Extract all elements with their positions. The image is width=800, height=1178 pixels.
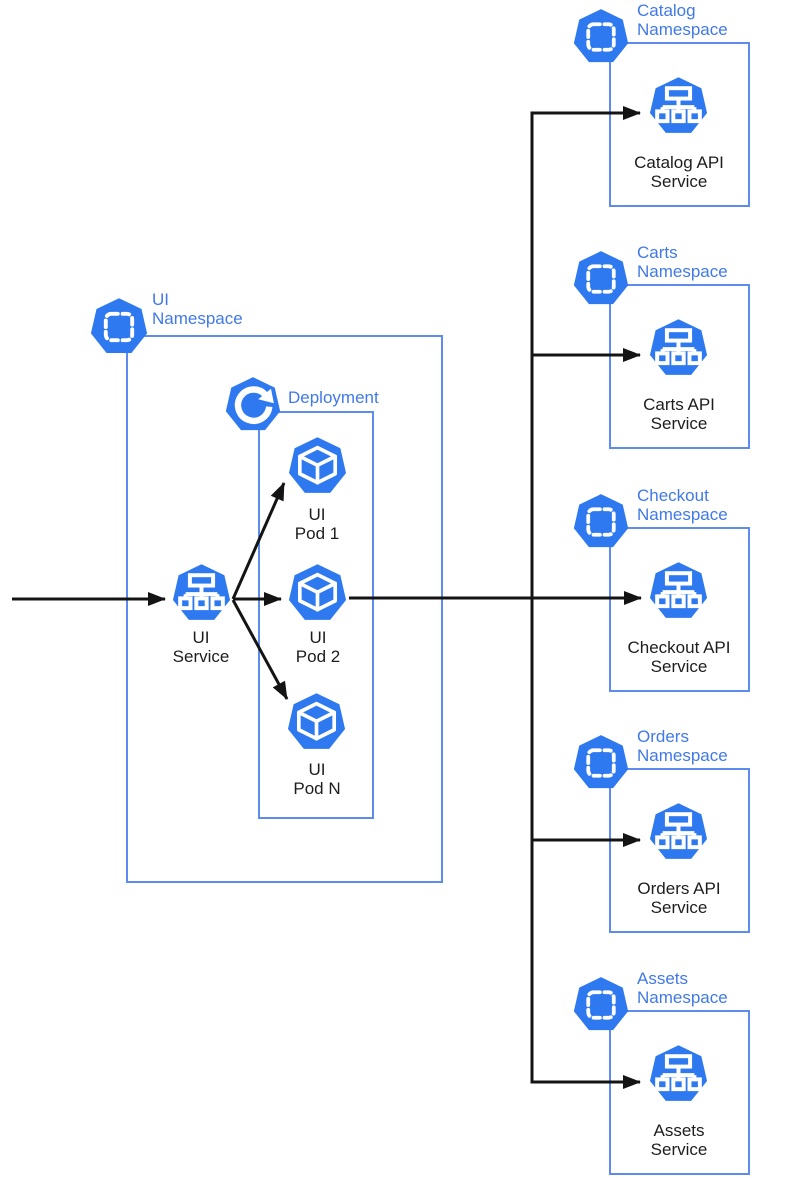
ui-namespace-title: UI Namespace bbox=[152, 290, 243, 328]
deployment-box bbox=[258, 411, 374, 819]
ui-namespace-icon bbox=[89, 297, 149, 357]
ui-pod-n-icon bbox=[286, 692, 347, 753]
ui-pod-2-icon bbox=[287, 563, 348, 624]
arrow-ui-service-to-pod-n bbox=[231, 599, 289, 700]
deployment-title: Deployment bbox=[288, 388, 379, 407]
ui-service-icon bbox=[171, 563, 232, 624]
ui-pod-1-icon bbox=[287, 436, 348, 497]
ui-pod-1-label: UI Pod 1 bbox=[294, 505, 340, 543]
ui-pod-n-label: UI Pod N bbox=[293, 760, 341, 798]
ui-namespace-box bbox=[126, 335, 443, 883]
arrow-ui-service-to-pod-1 bbox=[231, 482, 286, 600]
ui-service-label: UI Service bbox=[172, 628, 230, 666]
deployment-icon bbox=[224, 376, 282, 434]
ui-pod-2-label: UI Pod 2 bbox=[295, 628, 341, 666]
